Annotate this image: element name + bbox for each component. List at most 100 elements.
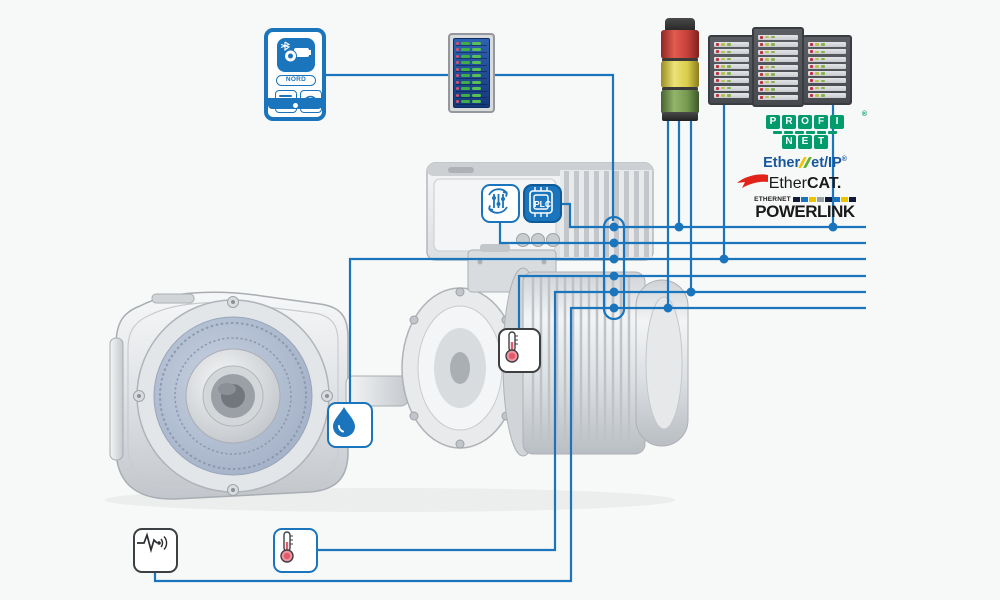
- server-racks: [708, 27, 852, 107]
- signal-tower-divider: [662, 87, 698, 91]
- rack-row: [808, 42, 846, 48]
- rack-row: [714, 78, 749, 84]
- wire-parameters: [498, 222, 614, 245]
- rack-row: [758, 79, 798, 85]
- rack-row: [758, 64, 798, 70]
- powerlink-text: POWERLINK: [755, 202, 855, 221]
- profinet-letter-tile: E: [798, 135, 812, 149]
- cooling-fins: [531, 277, 631, 449]
- profinet-dashes: [735, 130, 875, 134]
- rack-row: [758, 87, 798, 92]
- gearbox-thermometer-icon: [273, 528, 318, 573]
- server-rack-left: [708, 35, 755, 105]
- flange-bolts: [133, 296, 333, 496]
- ethernet-ip-logo: Ether et/IP®: [735, 155, 875, 171]
- io-row: [456, 93, 487, 99]
- wire-app-bus: [326, 73, 615, 221]
- ethernet-ip-registered: ®: [841, 156, 847, 164]
- profinet-letter-tile: N: [782, 135, 796, 149]
- powerlink-strip-block: [792, 197, 800, 202]
- vibration-sensor-icon: [133, 528, 178, 573]
- rack-row: [758, 94, 798, 100]
- tablet-screen: NORD: [268, 33, 322, 113]
- io-row: [456, 41, 487, 47]
- drive-parameters-icon: [481, 184, 520, 223]
- tablet-home-bar: [268, 98, 322, 109]
- rack-row: [808, 63, 846, 69]
- powerlink-logo: ETHERNET POWERLINK: [735, 196, 875, 220]
- powerlink-strip-block: [816, 197, 824, 202]
- profinet-letter-tile: I: [830, 115, 844, 129]
- gearmotor-icon: [284, 48, 311, 63]
- server-rack-middle: [752, 27, 804, 107]
- io-row: [456, 100, 487, 105]
- powerlink-color-strip: [792, 197, 856, 202]
- server-rack-right: [802, 35, 852, 105]
- bluetooth-icon: [280, 41, 291, 52]
- rack-row: [758, 49, 798, 55]
- nord-app-icon: [277, 38, 315, 72]
- ethercat-arrow-icon: [737, 174, 768, 188]
- plc-label: PLC: [534, 198, 551, 209]
- wire-plc: [562, 202, 614, 229]
- oil-drop-icon: [327, 402, 373, 448]
- io-row: [456, 74, 487, 79]
- io-module-panel: [448, 33, 495, 113]
- powerlink-strip-block: [800, 197, 808, 202]
- powerlink-strip-block: [832, 197, 840, 202]
- ethernet-ip-text2: et/IP: [811, 155, 842, 171]
- io-row: [456, 67, 487, 73]
- nord-app-label: NORD: [276, 75, 316, 86]
- motor: [467, 244, 689, 457]
- gearbox: [109, 291, 349, 500]
- io-row: [456, 87, 487, 92]
- junction-nodes: [609, 222, 838, 313]
- rack-row: [808, 49, 846, 55]
- profinet-letter-tile: R: [782, 115, 796, 129]
- powerlink-ethernet-text: ETHERNET: [754, 196, 791, 203]
- ethercat-text: Ether: [768, 175, 807, 192]
- profinet-letter-tile: F: [814, 115, 828, 129]
- rack-row: [714, 63, 749, 69]
- wire-motor-temp: [517, 274, 614, 329]
- wire-oil-sensor: [348, 257, 614, 403]
- coupling-flange: [345, 287, 519, 449]
- waveform-icon: [137, 532, 158, 554]
- powerlink-strip-block: [840, 197, 848, 202]
- profinet-letter-tile: T: [814, 135, 828, 149]
- signal-tower: [661, 18, 699, 121]
- powerlink-strip-block: [848, 197, 856, 202]
- rack-row: [758, 34, 798, 40]
- signal-tower-green-segment: [661, 90, 699, 114]
- signal-tower-yellow-segment: [661, 61, 699, 88]
- rack-row: [808, 85, 846, 91]
- io-row: [456, 61, 487, 66]
- wire-vibration: [153, 306, 614, 583]
- rack-row: [758, 42, 798, 47]
- rack-row: [714, 71, 749, 77]
- ethercat-text-bold: CAT.: [806, 175, 842, 192]
- rack-row: [758, 57, 798, 62]
- profinet-letter-tile: P: [766, 115, 780, 129]
- ethercat-logo: EtherCAT.: [735, 174, 875, 193]
- rack-row: [808, 78, 846, 84]
- ethernet-ip-text: Ether: [763, 155, 801, 171]
- nord-app-tablet: NORD: [264, 28, 326, 121]
- profinet-registered-mark: ®: [861, 111, 867, 118]
- io-row: [456, 80, 487, 86]
- io-row: [456, 48, 487, 53]
- powerlink-strip-block: [824, 197, 832, 202]
- profinet-letter-tile: O: [798, 115, 812, 129]
- rack-row: [758, 72, 798, 77]
- signal-tower-cap: [665, 18, 695, 31]
- motor-thermometer-icon: [498, 328, 541, 373]
- drop-icon: [333, 407, 355, 437]
- rack-row: [714, 85, 749, 91]
- rack-row: [808, 71, 846, 77]
